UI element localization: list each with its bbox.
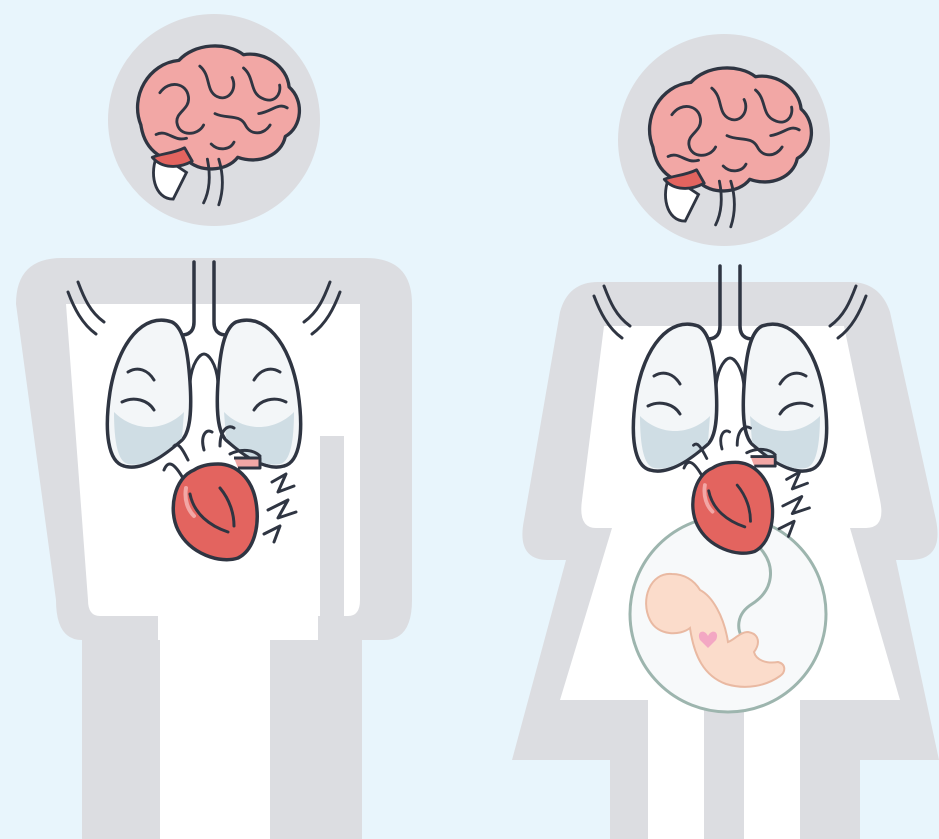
male-leg-gap-right	[270, 640, 318, 839]
male-right-arm-detail	[320, 436, 344, 616]
male-leg-gap	[120, 640, 160, 839]
female-leg-right	[744, 700, 800, 839]
female-leg-left	[648, 700, 704, 839]
